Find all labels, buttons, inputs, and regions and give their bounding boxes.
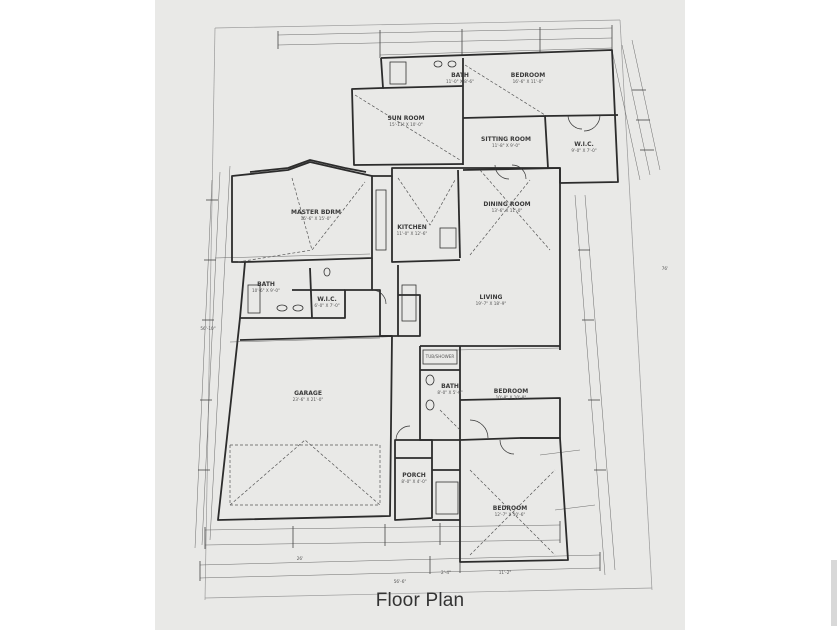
dimension-labels: 56'-6" 26' 11'-2" 2'-4" 76' 56'-10" TUB/…	[200, 266, 668, 584]
sink-master-left-icon	[276, 304, 288, 312]
label-master-bdrm: MASTER BDRM	[291, 209, 341, 216]
label-kitchen: KITCHEN	[397, 224, 427, 231]
door-master-hall	[371, 289, 387, 305]
dims-living: 19'-7" X 18'-9"	[476, 301, 507, 306]
label-garage: GARAGE	[294, 390, 322, 397]
door-wic-top	[583, 114, 601, 132]
kitchen-range-icon	[439, 227, 457, 249]
dimension-lines	[194, 27, 661, 579]
dims-kitchen: 11'-0" X 12'-6"	[397, 231, 428, 236]
label-bedroom-right: BEDROOM	[494, 388, 528, 395]
dim-left-depth: 56'-10"	[200, 326, 215, 331]
room-labels: BATH 11'-0" X 8'-6" BEDROOM 16'-6" X 11'…	[252, 72, 597, 517]
dims-bath-master: 10'-6" X 9'-0"	[252, 288, 280, 293]
dims-master-bdrm: 15'-6" X 15'-0"	[301, 216, 332, 221]
dim-garage-width: 26'	[297, 556, 303, 561]
dims-dining-room: 13'-6" X 11'-0"	[492, 208, 523, 213]
dims-bedroom-right: 10'-8" X 10'-8"	[496, 395, 527, 400]
dimension-ticks	[198, 25, 654, 581]
door-porch	[395, 425, 411, 441]
pantry-icon	[401, 284, 417, 322]
toilet-hall-icon	[425, 374, 435, 386]
tub-hall-icon	[422, 349, 458, 365]
label-living: LIVING	[480, 294, 503, 301]
door-sitting	[494, 164, 510, 180]
closet-bottom-icon	[435, 481, 459, 515]
dims-porch: 8'-0" X 4'-0"	[401, 479, 426, 484]
dims-wic-master: 6'-0" X 7'-0"	[314, 303, 339, 308]
dim-gap-width: 2'-4"	[441, 570, 451, 575]
toilet-master-icon	[323, 267, 331, 277]
sheet-border-lines	[204, 19, 653, 601]
label-sun-room: SUN ROOM	[387, 115, 424, 122]
label-bath-master: BATH	[257, 281, 275, 288]
label-dining-room: DINING ROOM	[483, 201, 530, 208]
dims-bath-top: 11'-0" X 8'-6"	[446, 79, 474, 84]
dims-sun-room: 15'-11" X 10'-0"	[389, 122, 422, 127]
door-bedroom-right	[469, 419, 489, 439]
label-wic-master: W.I.C.	[317, 296, 337, 303]
label-bath-hall: BATH	[441, 383, 459, 390]
label-bath-top: BATH	[451, 72, 469, 79]
sink-master-right-icon	[292, 304, 304, 312]
dims-bedroom-top: 16'-6" X 11'-0"	[513, 79, 544, 84]
label-porch: PORCH	[402, 472, 426, 479]
dashed-guides	[229, 64, 556, 556]
door-wic-top-2	[567, 114, 583, 130]
vertical-watermark-icon	[831, 560, 837, 626]
dim-tub-label: TUB/SHOWER	[425, 354, 455, 359]
walls	[217, 49, 619, 563]
dims-garage: 23'-6" X 21'-0"	[293, 397, 324, 402]
label-bedroom-bottom: BEDROOM	[493, 505, 527, 512]
dim-overall-width: 56'-6"	[394, 579, 407, 584]
dims-bath-hall: 8'-0" X 5'-0"	[437, 390, 462, 395]
dim-overall-depth: 76'	[662, 266, 668, 271]
kitchen-counter-icon	[375, 189, 387, 251]
door-swings	[371, 114, 601, 455]
dims-sitting-room: 11'-8" X 9'-0"	[492, 143, 520, 148]
sink-hall-icon	[425, 399, 435, 411]
label-bedroom-top: BEDROOM	[511, 72, 545, 79]
sink-top-left-icon	[433, 60, 443, 68]
label-sitting-room: SITTING ROOM	[481, 136, 531, 143]
sink-top-right-icon	[447, 60, 457, 68]
door-sitting-2	[511, 164, 527, 180]
shower-master-icon	[247, 284, 261, 314]
door-bedroom-bottom	[499, 439, 515, 455]
dims-wic-top: 9'-0" X 7'-0"	[571, 148, 596, 153]
dim-right-width: 11'-2"	[499, 570, 512, 575]
label-wic-top: W.I.C.	[574, 141, 594, 148]
shower-top-icon	[389, 61, 407, 85]
dims-bedroom-bottom: 12'-7" X 10'-6"	[495, 512, 526, 517]
floor-plan-caption: Floor Plan	[375, 590, 465, 611]
fixtures	[247, 60, 459, 515]
